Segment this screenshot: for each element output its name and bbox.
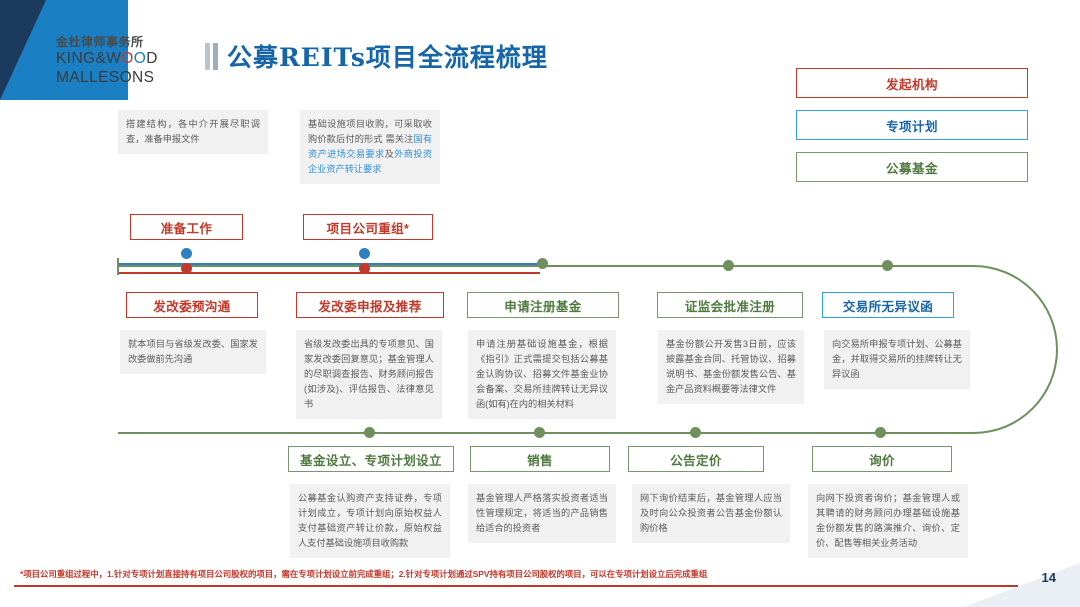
legend-item-public-fund[interactable]: 公募基金 bbox=[796, 152, 1028, 182]
timeline-dot-price-announcement bbox=[690, 427, 701, 438]
brand-en-o-red: O bbox=[121, 50, 134, 68]
note-restructure-plain2: 需关注 bbox=[385, 133, 414, 144]
note-ndrc-filing-recommend: 省级发改委出具的专项意见、国家发改委回复意见；基金管理人的尽职调查报告、财务顾问… bbox=[296, 330, 442, 419]
note-fund-and-plan-establishment: 公募基金认购资产支持证券，专项计划成立，专项计划向原始权益人支付基础资产转让价款… bbox=[290, 484, 450, 558]
milestone-apply-fund-registration[interactable]: 申请注册基金 bbox=[467, 292, 619, 318]
brand-english-line1: KING&WOOD bbox=[56, 50, 186, 67]
note-preparation: 搭建结构，各中介开展尽职调查，准备申报文件 bbox=[118, 110, 268, 154]
timeline-dot-preparation-blue bbox=[181, 248, 192, 259]
page-title-text: 公募REITs项目全流程梳理 bbox=[227, 43, 548, 72]
timeline-dot-restructure-blue bbox=[359, 248, 370, 259]
milestone-fund-and-plan-establishment[interactable]: 基金设立、专项计划设立 bbox=[288, 446, 454, 472]
title-accent-bars bbox=[205, 42, 218, 70]
timeline-dot-fund-registration bbox=[537, 258, 548, 269]
timeline-left-cap bbox=[117, 258, 119, 275]
footnote: *项目公司重组过程中，1.针对专项计划直接持有项目公司股权的项目，需在专项计划设… bbox=[20, 569, 708, 580]
timeline-rail-red bbox=[118, 272, 540, 275]
page-title: 公募REITs项目全流程梳理 bbox=[205, 38, 548, 74]
milestone-price-announcement[interactable]: 公告定价 bbox=[628, 446, 764, 472]
brand-english-line2: MALLESONS bbox=[56, 68, 155, 86]
milestone-project-restructuring[interactable]: 项目公司重组* bbox=[303, 214, 433, 240]
brand-logo: 金杜律师事务所 KING&WOOD MALLESONS bbox=[56, 35, 186, 86]
timeline-dot-exchange-letter bbox=[882, 260, 893, 271]
note-ndrc-pre-communication: 就本项目与省级发改委、国家发改委做前先沟通 bbox=[120, 330, 266, 374]
milestone-csrc-approval[interactable]: 证监会批准注册 bbox=[657, 292, 803, 318]
note-sales: 基金管理人严格落实投资者适当性管理规定，将适当的产品销售给适合的投资者 bbox=[468, 484, 616, 543]
note-exchange-no-objection: 向交易所申报专项计划、公募基金，并取得交易所的挂牌转让无异议函 bbox=[824, 330, 970, 389]
legend: 发起机构 专项计划 公募基金 bbox=[796, 68, 1028, 194]
milestone-ndrc-pre-communication[interactable]: 发改委预沟通 bbox=[126, 292, 258, 318]
brand-en-b: D bbox=[146, 50, 158, 68]
note-csrc-approval: 基金份额公开发售3日前，应该披露基金合同、托管协议、招募说明书、基金份额发售公告… bbox=[658, 330, 804, 404]
timeline-rail-blue bbox=[118, 263, 540, 265]
timeline-dot-csrc-approval bbox=[723, 260, 734, 271]
timeline-dot-preparation-red bbox=[181, 263, 192, 274]
legend-item-special-plan[interactable]: 专项计划 bbox=[796, 110, 1028, 140]
footer-divider bbox=[14, 585, 1018, 587]
note-apply-fund-registration: 申请注册基础设施基金，根据《指引》正式需提交包括公募基金认购协议、招募文件基金业… bbox=[468, 330, 616, 419]
legend-item-originator[interactable]: 发起机构 bbox=[796, 68, 1028, 98]
timeline-rail-green-curve bbox=[880, 265, 1058, 434]
brand-en-a: KING&W bbox=[56, 50, 122, 68]
timeline-dot-restructure-red bbox=[359, 263, 370, 274]
brand-en-o-blue: O bbox=[133, 50, 147, 68]
note-restructure-highlight1: 国有资产进场交易要求 bbox=[308, 133, 433, 159]
timeline-dot-bookbuilding bbox=[875, 427, 886, 438]
note-restructure-plain1: 基础设施项目收购，可采取收购价款后付的形式 bbox=[308, 119, 432, 144]
milestone-ndrc-filing-recommend[interactable]: 发改委申报及推荐 bbox=[296, 292, 444, 318]
milestone-sales[interactable]: 销售 bbox=[470, 446, 610, 472]
timeline-dot-sales bbox=[534, 427, 545, 438]
note-bookbuilding: 向网下投资者询价；基金管理人或其聘请的财务顾问办理基础设施基金份额发售的路演推介… bbox=[808, 484, 968, 558]
milestone-exchange-no-objection[interactable]: 交易所无异议函 bbox=[822, 292, 954, 318]
brand-chinese-name: 金杜律师事务所 bbox=[56, 35, 144, 49]
note-restructure-plain3: 及 bbox=[384, 148, 395, 159]
note-price-announcement: 网下询价结束后，基金管理人应当及时向公众投资者公告基金份额认购价格 bbox=[632, 484, 790, 543]
timeline-dot-fund-establishment bbox=[364, 427, 375, 438]
note-project-company-restructuring: 基础设施项目收购，可采取收购价款后付的形式 需关注国有资产进场交易要求及外商投资… bbox=[300, 110, 440, 184]
page-number: 14 bbox=[1041, 570, 1056, 585]
milestone-preparation[interactable]: 准备工作 bbox=[130, 214, 243, 240]
milestone-bookbuilding[interactable]: 询价 bbox=[812, 446, 952, 472]
note-restructure-highlight2: 外商投资企业资产转让要求 bbox=[308, 148, 433, 174]
